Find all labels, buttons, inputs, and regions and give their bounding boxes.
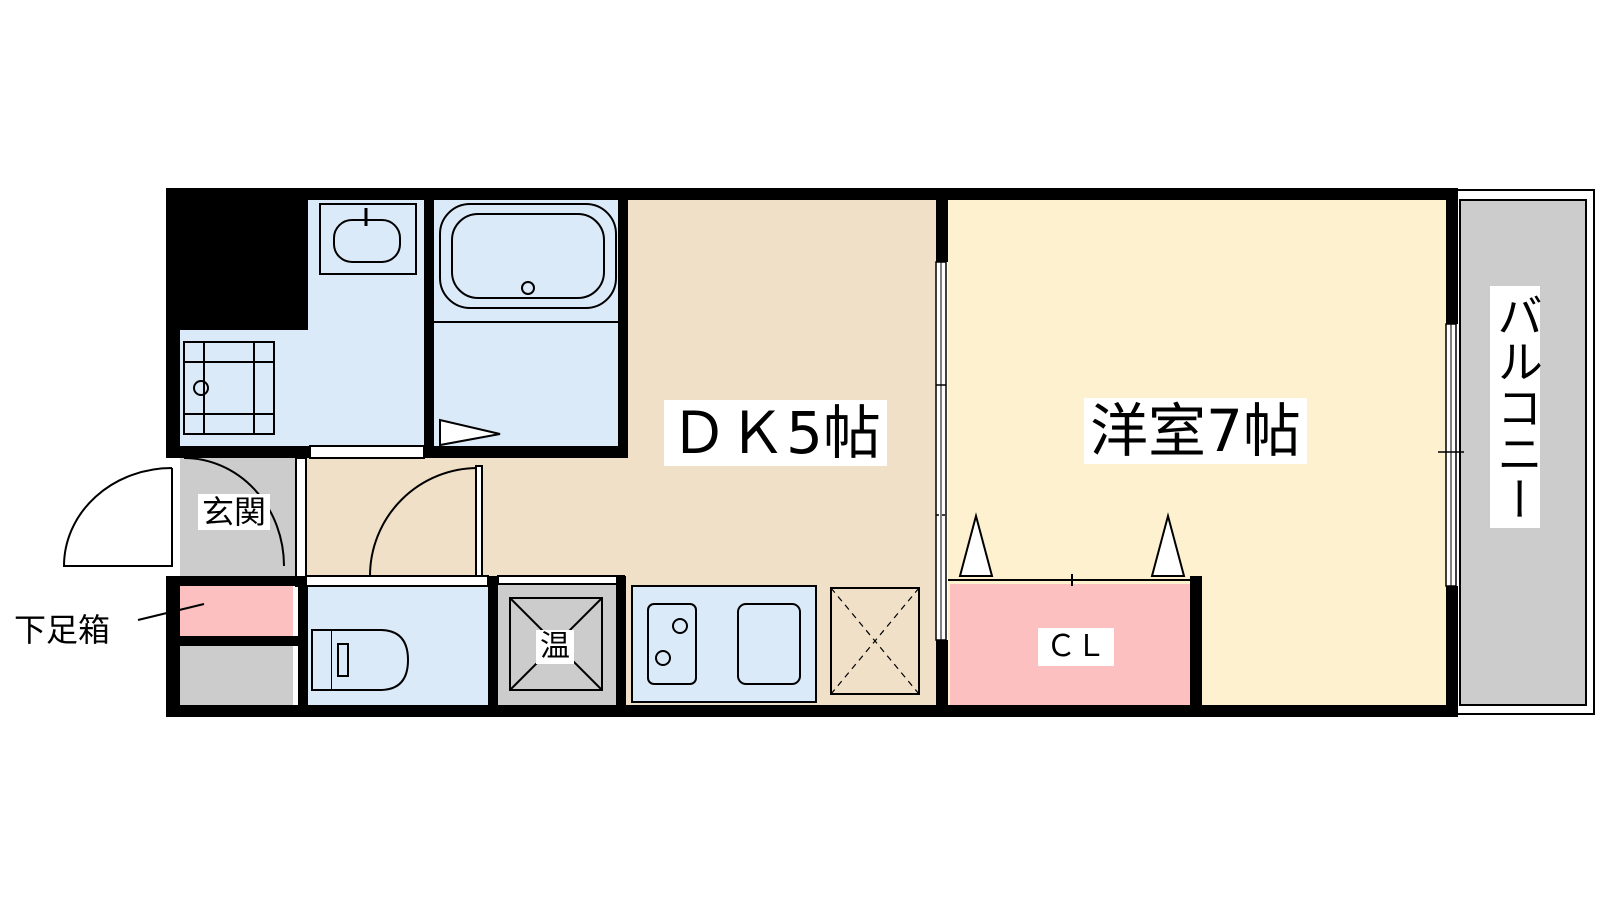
pipe-shaft [180,200,308,330]
lower-storage [180,646,293,705]
outer-wall-right-bottom [1446,586,1458,717]
wall-toilet-top [305,575,489,587]
toilet-tank-icon [311,629,333,691]
wash-door-frame [309,445,425,459]
drain-icon [193,380,209,396]
western-room-label: 洋室7帖 [1084,398,1307,464]
wall-entrance-right [295,457,307,587]
water-heater-label: 温 [536,630,574,664]
bathroom-door-icon [439,418,501,447]
outer-wall-right-top [1446,188,1458,324]
wall-closet-right [1190,576,1202,716]
sink-icon [737,603,801,685]
wall-wash-bottom [166,446,310,458]
burner-icon [655,650,671,666]
bathtub-drain-icon [521,281,535,295]
shoe-box [180,586,293,636]
shoe-box-label: 下足箱 [14,611,111,649]
wall-lower-mid [166,576,306,586]
outer-wall-left-top [166,188,180,458]
washing-machine-pan [203,361,255,415]
bathtub-inner [451,213,605,299]
outer-wall-top [166,188,1458,200]
wall-wash-bath [424,200,434,446]
outer-wall-bottom [166,705,1458,717]
entrance-label: 玄関 [198,494,271,530]
wall-dk-western-bottom [936,640,948,717]
water-heater-icon [509,597,603,691]
stove-icon [647,603,697,685]
dk-label: ＤＫ5帖 [664,400,887,466]
outer-wall-left-bottom [166,576,180,717]
wall-shoebox-divider [180,636,298,646]
vanity-basin-icon [333,219,401,263]
dk-door-icon [368,467,479,577]
shoe-box-leader [137,603,205,621]
toilet-lid [337,643,349,677]
door-leaf [475,465,483,577]
toilet-bowl-icon [332,629,410,691]
washing-machine-space [183,341,275,435]
wall-heater-top [497,575,625,585]
closet-door-icon [1150,512,1186,577]
wall-toilet-left [298,576,308,716]
refrigerator-cross [830,587,920,695]
wall-dk-western-top [936,200,948,262]
wall-heater-right [616,576,626,716]
wall-toilet-right [488,576,498,716]
wall-bath-bottom [424,446,628,458]
balcony-label: バルコニー [1490,286,1544,528]
entrance-door-icon [62,467,173,567]
wall-bath-dk [618,200,628,458]
burner-icon [672,618,688,634]
closet-door-icon [958,512,994,577]
closet-label: ＣＬ [1038,628,1114,666]
entrance-inner-door-icon [183,457,285,567]
